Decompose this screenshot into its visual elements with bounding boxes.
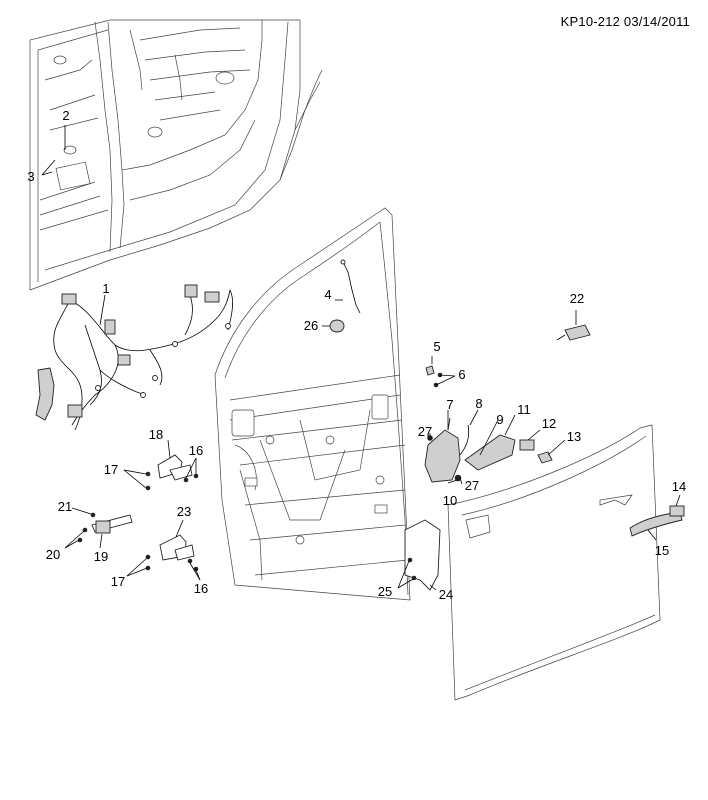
callout-13: 13 bbox=[567, 429, 581, 444]
remote-key-fob bbox=[556, 324, 591, 341]
callout-26: 26 bbox=[304, 318, 318, 333]
callout-2: 2 bbox=[62, 108, 69, 123]
callout-6: 6 bbox=[458, 367, 465, 382]
callout-27-right: 27 bbox=[465, 478, 479, 493]
outer-door-skin bbox=[447, 424, 661, 701]
upper-hinge bbox=[145, 454, 199, 491]
callout-15: 15 bbox=[655, 543, 669, 558]
callout-23: 23 bbox=[177, 504, 191, 519]
callout-11: 11 bbox=[517, 402, 531, 417]
callout-21: 21 bbox=[58, 499, 72, 514]
callout-9: 9 bbox=[496, 412, 503, 427]
grommet bbox=[329, 319, 345, 333]
callout-3: 3 bbox=[27, 169, 34, 184]
screw-10 bbox=[454, 474, 462, 482]
callout-17-lower: 17 bbox=[111, 574, 125, 589]
callout-20: 20 bbox=[46, 547, 60, 562]
leader-lines bbox=[41, 125, 681, 591]
nuts-5-6 bbox=[425, 365, 443, 388]
latch-cable bbox=[459, 424, 470, 456]
callout-16-upper: 16 bbox=[189, 443, 203, 458]
door-inner-panel bbox=[214, 207, 411, 601]
outside-door-handle bbox=[629, 511, 683, 537]
callout-8: 8 bbox=[475, 396, 482, 411]
lower-door-bracket bbox=[404, 519, 441, 591]
callout-7: 7 bbox=[446, 397, 453, 412]
callout-16-lower: 16 bbox=[194, 581, 208, 596]
callout-24: 24 bbox=[439, 587, 453, 602]
vehicle-body-frame bbox=[29, 19, 323, 291]
callout-22: 22 bbox=[570, 291, 584, 306]
lock-rod bbox=[340, 259, 361, 314]
callout-19: 19 bbox=[94, 549, 108, 564]
callout-27-left: 27 bbox=[418, 424, 432, 439]
door-wiring-harness bbox=[35, 284, 234, 431]
callout-25: 25 bbox=[378, 584, 392, 599]
lower-hinge bbox=[145, 534, 199, 572]
callout-12: 12 bbox=[542, 416, 556, 431]
callout-1: 1 bbox=[102, 281, 109, 296]
lock-cylinder-cap bbox=[519, 439, 535, 451]
callout-18: 18 bbox=[149, 427, 163, 442]
callout-labels: 1 2 3 4 5 6 7 8 9 10 11 12 13 14 15 16 1… bbox=[27, 108, 686, 602]
callout-17-upper: 17 bbox=[104, 462, 118, 477]
handle-end-cap bbox=[669, 505, 685, 517]
callout-5: 5 bbox=[433, 339, 440, 354]
callout-10: 10 bbox=[443, 493, 457, 508]
door-check-link bbox=[77, 512, 133, 543]
callout-4: 4 bbox=[324, 287, 331, 302]
outside-handle-bracket bbox=[464, 434, 516, 471]
callout-14: 14 bbox=[672, 479, 686, 494]
figure-reference: KP10-212 03/14/2011 bbox=[560, 14, 690, 29]
